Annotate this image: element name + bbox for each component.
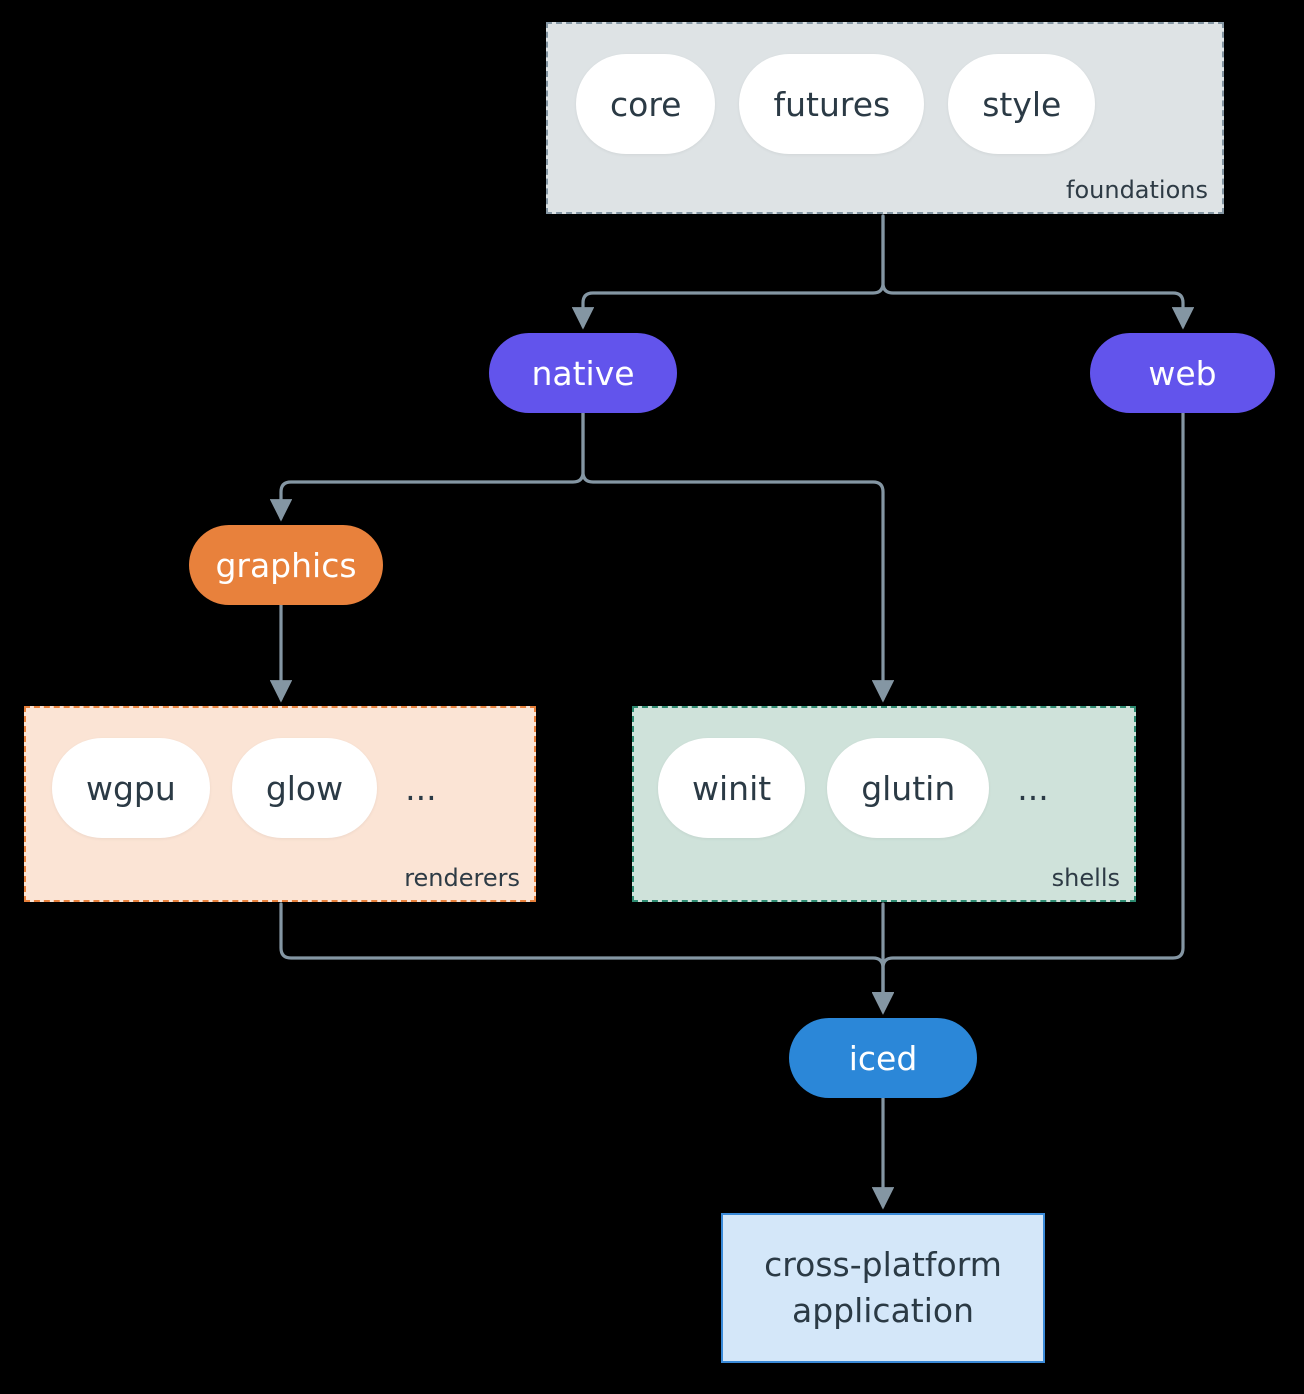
chip-glutin[interactable]: glutin [827,738,990,838]
node-native-label: native [531,353,635,393]
group-shells-label: shells [1051,864,1120,892]
group-foundations-items: core futures style [576,54,1096,154]
shells-ellipsis: ... [1017,768,1049,808]
renderers-ellipsis: ... [405,768,437,808]
edge-native-graphics [269,411,585,522]
group-foundations: core futures style foundations [546,22,1224,214]
group-renderers-items: wgpu glow ... [52,738,443,838]
node-graphics-label: graphics [215,545,357,585]
edge-renderers-iced [279,902,895,1015]
node-web[interactable]: web [1090,333,1275,413]
edge-native-shells [581,411,895,703]
group-renderers: wgpu glow ... renderers [24,706,536,902]
group-foundations-label: foundations [1066,176,1208,204]
node-graphics[interactable]: graphics [189,525,383,605]
node-application-line2: application [791,1291,975,1330]
chip-futures[interactable]: futures [739,54,925,154]
chip-glow[interactable]: glow [231,738,378,838]
group-shells: winit glutin ... shells [632,706,1136,902]
node-iced[interactable]: iced [789,1018,977,1098]
chip-winit[interactable]: winit [658,738,806,838]
node-native[interactable]: native [489,333,677,413]
edge-foundations-native [571,214,885,330]
edge-foundations-web [881,214,1195,330]
chip-style[interactable]: style [948,54,1096,154]
chip-core[interactable]: core [576,54,716,154]
node-iced-label: iced [848,1038,918,1078]
group-shells-items: winit glutin ... [658,738,1055,838]
chip-wgpu[interactable]: wgpu [52,738,210,838]
node-cross-platform-application[interactable]: cross-platform application [721,1213,1045,1363]
node-application-line1: cross-platform [764,1245,1002,1285]
group-renderers-label: renderers [404,864,520,892]
node-web-label: web [1148,353,1217,393]
